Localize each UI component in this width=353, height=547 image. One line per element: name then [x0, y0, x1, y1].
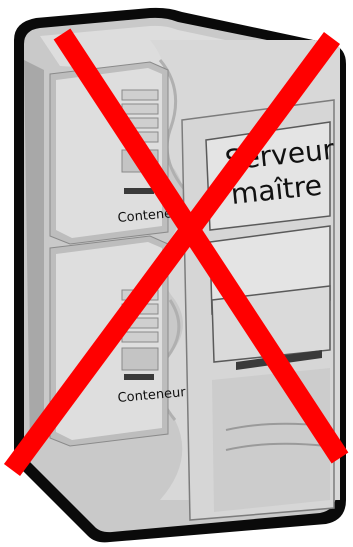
main-server-panel: Serveur maître — [182, 100, 336, 520]
container-box-top: Conteneur — [50, 62, 187, 244]
